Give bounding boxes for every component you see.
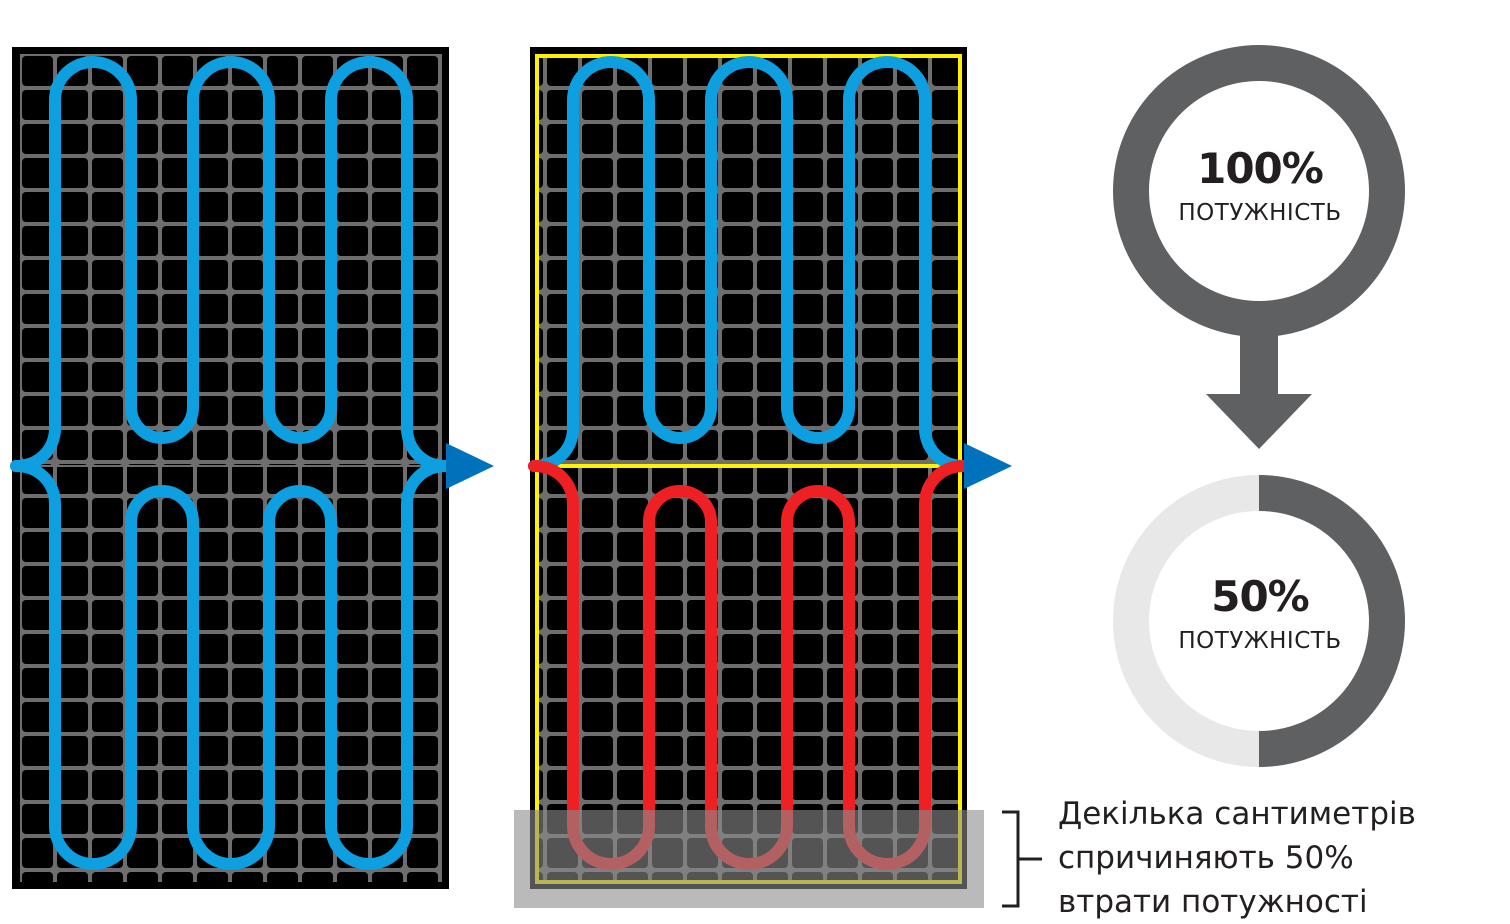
cell-string-top xyxy=(10,56,452,472)
gauge-full-label: ПОТУЖНІСТЬ xyxy=(1178,200,1342,226)
gauge-half-fill xyxy=(1258,475,1405,767)
solar-panel-shaded xyxy=(514,47,984,908)
gauge-half-label: ПОТУЖНІСТЬ xyxy=(1178,628,1342,654)
note-line-1: Декілька сантиметрів xyxy=(1058,796,1416,832)
cell-string-bottom xyxy=(10,460,452,870)
down-arrow-icon xyxy=(1206,320,1312,449)
shade-overlay xyxy=(514,810,984,908)
note-line-2: спричиняють 50% xyxy=(1058,840,1354,876)
gauge-full-percent: 100% xyxy=(1197,144,1324,193)
output-arrow-icon xyxy=(446,443,494,489)
gauge-half-power xyxy=(1113,475,1405,767)
gauge-full-power xyxy=(1113,45,1405,337)
bracket-icon xyxy=(1002,810,1042,908)
output-arrow-icon-2 xyxy=(964,443,1012,489)
solar-panel-normal xyxy=(10,47,452,889)
cell-string-top-active xyxy=(528,56,970,472)
note-line-3: втрати потужності xyxy=(1058,884,1368,920)
shading-note: Декілька сантиметрів спричиняють 50% втр… xyxy=(1058,792,1498,924)
gauge-half-percent: 50% xyxy=(1211,572,1310,621)
